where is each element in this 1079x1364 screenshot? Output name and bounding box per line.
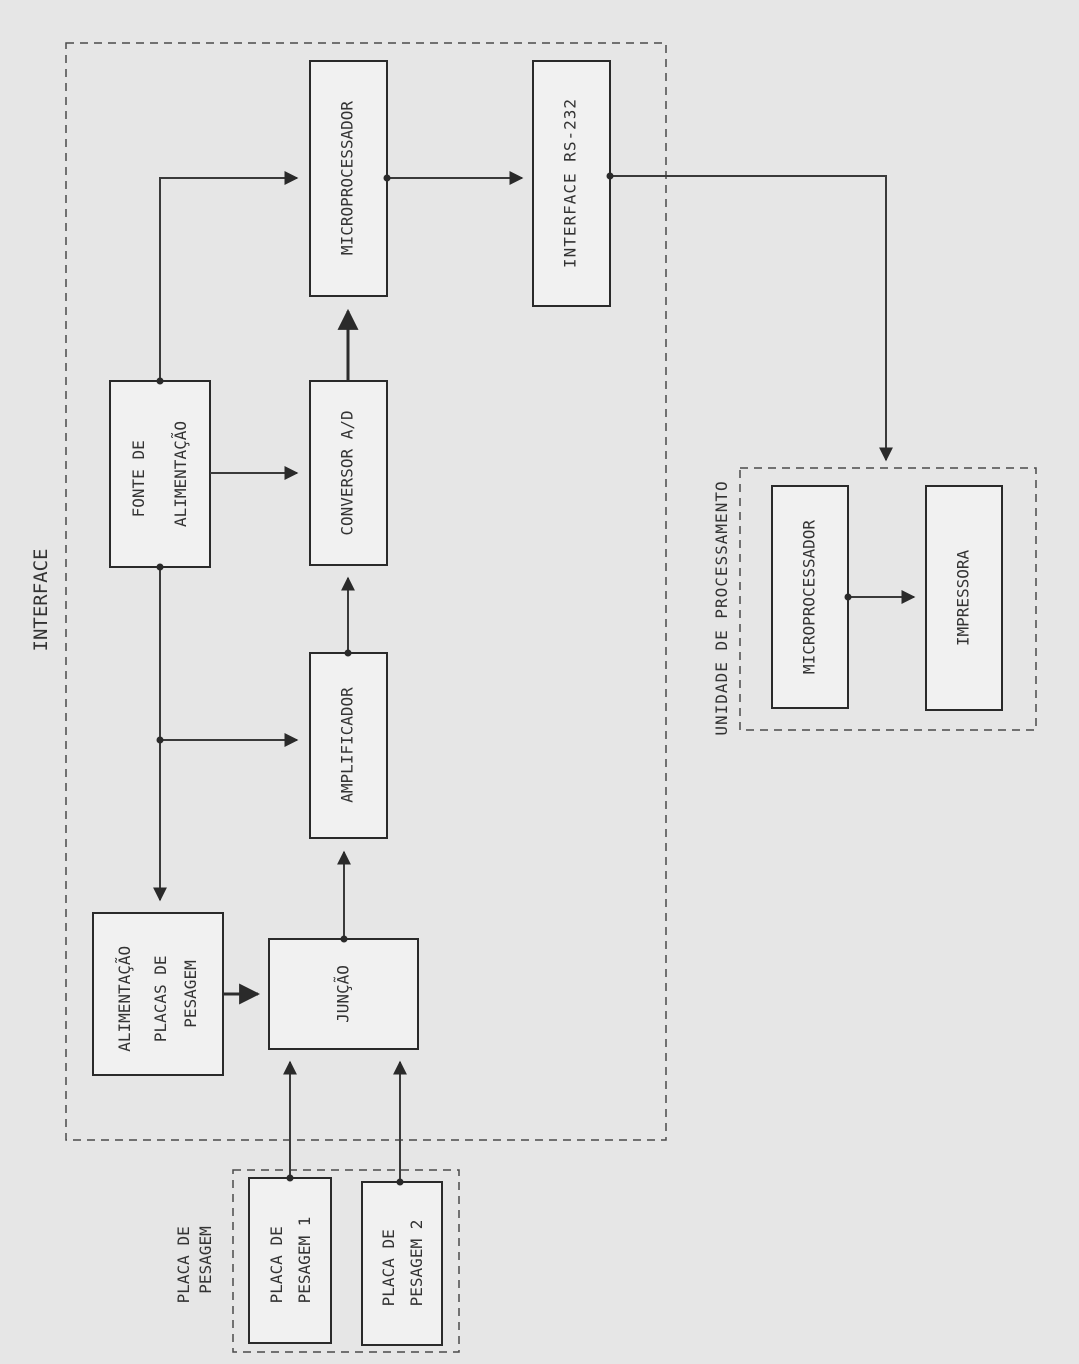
power-to-microprocessor-arrow bbox=[156, 171, 299, 385]
svg-text:MICROPROCESSADOR: MICROPROCESSADOR bbox=[800, 520, 819, 674]
weighing-plate-1-block: PLACA DE PESAGEM 1 bbox=[248, 1177, 332, 1344]
interface-group-label: INTERFACE bbox=[30, 549, 52, 652]
interface-group-frame bbox=[65, 42, 667, 1141]
weighing-plate-group-label: PLACA DE PESAGEM bbox=[174, 1217, 215, 1304]
processing-microprocessor-block: MICROPROCESSADOR bbox=[771, 485, 849, 709]
power-to-amplifier-arrow bbox=[156, 733, 299, 747]
junction-to-amplifier-arrow bbox=[337, 850, 351, 943]
svg-text:FONTE DE ALIMENTAÇÃO: FONTE DE ALIMENTAÇÃO bbox=[129, 421, 190, 527]
microprocessor-to-printer-arrow bbox=[844, 590, 916, 604]
processing-unit-group-frame bbox=[739, 467, 1037, 731]
plate-2-to-junction-arrow bbox=[393, 1060, 407, 1186]
svg-text:PLACA DE PESAGEM 2: PLACA DE PESAGEM 2 bbox=[379, 1220, 426, 1307]
microprocessor-block: MICROPROCESSADOR bbox=[309, 60, 388, 297]
svg-text:PLACA DE PESAGEM 1: PLACA DE PESAGEM 1 bbox=[267, 1217, 314, 1304]
plate-power-block: ALIMENTAÇÃO PLACAS DE PESAGEM bbox=[92, 912, 224, 1076]
printer-block: IMPRESSORA bbox=[925, 485, 1003, 711]
junction-block: JUNÇÃO bbox=[268, 938, 419, 1050]
plate-1-to-junction-arrow bbox=[283, 1060, 297, 1182]
power-trunk-line bbox=[153, 563, 167, 902]
weighing-plate-group-frame bbox=[232, 1169, 460, 1353]
svg-text:CONVERSOR A/D: CONVERSOR A/D bbox=[338, 410, 357, 535]
amplifier-block: AMPLIFICADOR bbox=[309, 652, 388, 839]
amplifier-to-converter-arrow bbox=[341, 576, 355, 657]
microprocessor-to-rs232-arrow bbox=[383, 171, 524, 185]
svg-text:IMPRESSORA: IMPRESSORA bbox=[954, 549, 973, 646]
svg-text:MICROPROCESSADOR: MICROPROCESSADOR bbox=[338, 101, 357, 255]
svg-text:ALIMENTAÇÃO PLACAS DE: ALIMENTAÇÃO PLACAS DE PESAGEM bbox=[115, 936, 200, 1052]
svg-text:JUNÇÃO: JUNÇÃO bbox=[334, 965, 353, 1023]
weighing-plate-2-block: PLACA DE PESAGEM 2 bbox=[361, 1181, 443, 1346]
rs232-interface-block: INTERFACE RS-232 bbox=[532, 60, 611, 307]
rs232-to-processing-unit-arrow bbox=[606, 172, 893, 462]
ad-converter-block: CONVERSOR A/D bbox=[309, 380, 388, 566]
svg-text:INTERFACE RS-232: INTERFACE RS-232 bbox=[561, 98, 580, 268]
power-supply-block: FONTE DE ALIMENTAÇÃO bbox=[109, 380, 211, 568]
processing-unit-group-label: UNIDADE DE PROCESSAMENTO bbox=[712, 480, 731, 735]
svg-text:AMPLIFICADOR: AMPLIFICADOR bbox=[338, 687, 357, 803]
